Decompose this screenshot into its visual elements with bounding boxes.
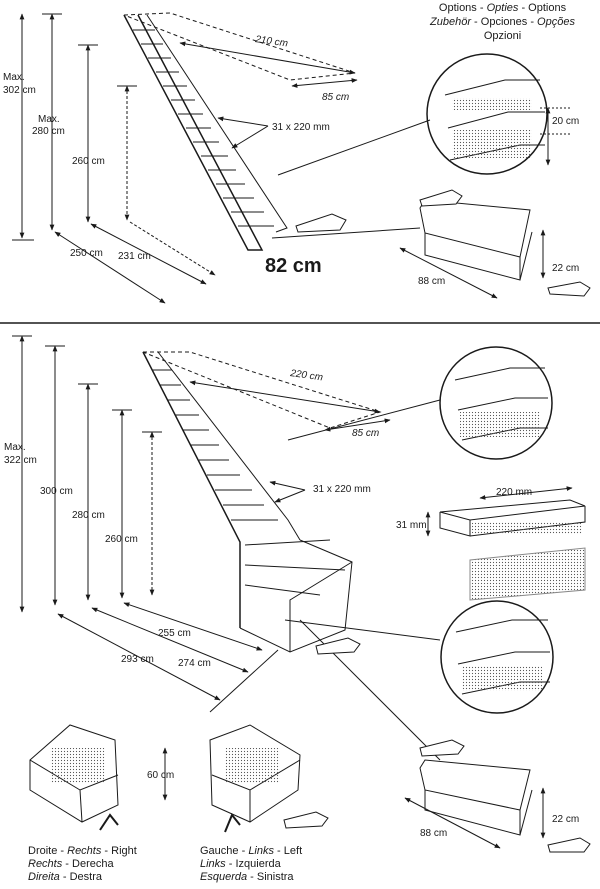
caption-right-turn: Droite - Rechts - Right Rechts - Derecha… xyxy=(28,845,137,883)
riser-detail-3 xyxy=(440,600,554,714)
saw-icon xyxy=(295,189,591,297)
riser-height-label: 20 cm xyxy=(552,116,579,127)
left-turn-variant xyxy=(209,724,301,833)
straight-stair xyxy=(12,12,431,304)
height-260-2-label: 260 cm xyxy=(105,534,138,545)
caption-left-turn: Gauche - Links - Left Links - Izquierda … xyxy=(200,845,303,883)
max-height-2-label-1: Max. xyxy=(4,442,26,453)
run-250-label: 250 cm xyxy=(70,248,103,259)
max-height-2-label-2: 322 cm xyxy=(4,455,37,466)
handrail-thickness-label: 31 mm xyxy=(396,520,427,531)
tread-size-2-label: 31 x 220 mm xyxy=(313,484,371,495)
width-82-label: 82 cm xyxy=(265,255,322,277)
stair-treads xyxy=(133,29,274,227)
run-274-label: 274 cm xyxy=(178,658,211,669)
landing-length-2-label: 88 cm xyxy=(420,828,447,839)
max-height-inner-label-1: Max. xyxy=(38,114,60,125)
length-210-label: 210 cm xyxy=(254,34,289,50)
options-header: Options - Opties - Options Zubehör - Opc… xyxy=(405,1,600,43)
riser-detail xyxy=(426,53,572,175)
options-header-line2: Zubehör - Opciones - Opções xyxy=(430,16,575,28)
run-231-label: 231 cm xyxy=(118,251,151,262)
quarter-turn-labels: Max. 322 cm 300 cm 280 cm 260 cm 220 cm … xyxy=(4,368,379,669)
max-height-outer-label-1: Max. xyxy=(3,72,25,83)
landing-height-2-label: 22 cm xyxy=(552,814,579,825)
right-turn-variant xyxy=(29,724,119,831)
max-height-outer-label-2: 302 cm xyxy=(3,85,36,96)
width-85-2-label: 85 cm xyxy=(352,428,379,439)
run-293-label: 293 cm xyxy=(121,654,154,665)
straight-stair-labels: Max. 302 cm Max. 280 cm 260 cm 210 cm 85… xyxy=(3,34,349,277)
variant-height-label: 60 cm xyxy=(147,770,174,781)
stair-treads-2 xyxy=(152,369,346,596)
landing-length-label: 88 cm xyxy=(418,276,445,287)
length-220-label: 220 cm xyxy=(289,368,324,384)
run-255-label: 255 cm xyxy=(158,628,191,639)
handrail-width-label: 220 mm xyxy=(496,487,532,498)
max-height-inner-label-2: 280 cm xyxy=(32,126,65,137)
riser-detail-2 xyxy=(439,346,553,460)
height-300-label: 300 cm xyxy=(40,486,73,497)
tread-size-label: 31 x 220 mm xyxy=(272,122,330,133)
handrail-detail xyxy=(425,486,586,601)
options-header-line3: Opzioni xyxy=(483,30,522,42)
height-280-label: 280 cm xyxy=(72,510,105,521)
options-header-line1: Options - Opties - Options xyxy=(438,2,567,14)
landing-tread-detail-2 xyxy=(404,759,546,849)
width-85-label: 85 cm xyxy=(322,92,349,103)
saw-icon-2 xyxy=(283,637,591,853)
quarter-turn-stair xyxy=(12,335,441,761)
landing-height-label: 22 cm xyxy=(552,263,579,274)
height-260-label: 260 cm xyxy=(72,156,105,167)
